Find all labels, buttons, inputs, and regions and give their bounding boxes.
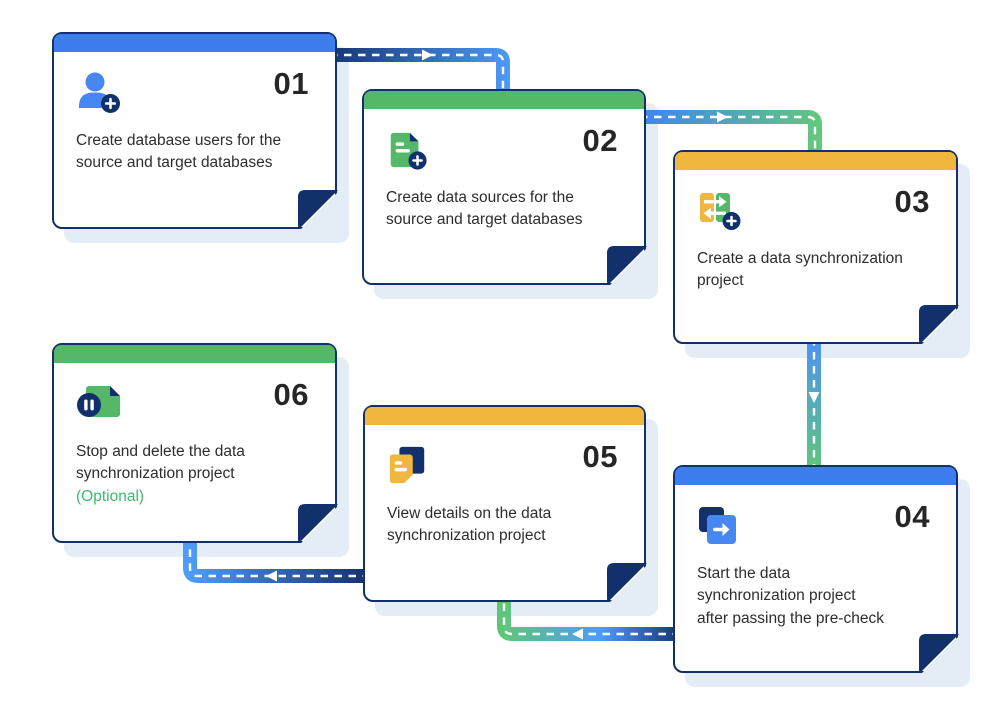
optional-note: (Optional) [76,487,145,505]
folded-corner [298,190,338,229]
card-accent-bar [54,34,335,52]
user-add-icon [76,72,122,114]
step-description: View details on the data synchronization… [387,505,552,545]
folded-corner [607,563,647,602]
step-number: 01 [273,66,309,101]
step-number: 05 [582,439,618,474]
step-number: 02 [582,123,618,158]
start-arrow-icon [697,505,739,547]
step-card-03: 03 Create a data synchronization project [673,150,959,344]
folded-corner [607,246,647,285]
step-number: 03 [894,184,930,219]
view-details-icon [387,445,427,487]
step-number: 04 [894,499,930,534]
step-description: Stop and delete the data synchronization… [76,441,282,508]
card-accent-bar [54,345,335,363]
folded-corner [919,305,959,344]
step-card-04: 04 Start the data synchronization projec… [673,465,959,673]
step-description: Create data sources for the source and t… [386,189,583,229]
step-card-02: 02 Create data sources for the source an… [362,89,647,285]
folded-corner [919,634,959,673]
arrow-left-icon [572,628,583,640]
arrow-down-icon [808,392,820,403]
document-add-icon [386,129,428,171]
stop-pause-icon [76,383,124,425]
step-description: Create a data synchronization project [697,250,903,290]
arrow-left-icon [266,570,277,582]
step-card-05: 05 View details on the data synchronizat… [363,405,647,602]
arrow-right-icon [717,111,728,123]
step-number: 06 [273,377,309,412]
step-description: Start the data synchronization project a… [697,565,884,627]
folded-corner [298,504,338,543]
sync-add-icon [697,190,743,232]
step-description: Create database users for the source and… [76,132,282,172]
card-accent-bar [675,152,956,170]
step-card-01: 01 Create database users for the source … [52,32,338,229]
card-accent-bar [675,467,956,485]
arrow-right-icon [422,49,433,61]
card-accent-bar [364,91,644,109]
card-accent-bar [365,407,644,425]
step-card-06: 06 Stop and delete the data synchronizat… [52,343,338,543]
